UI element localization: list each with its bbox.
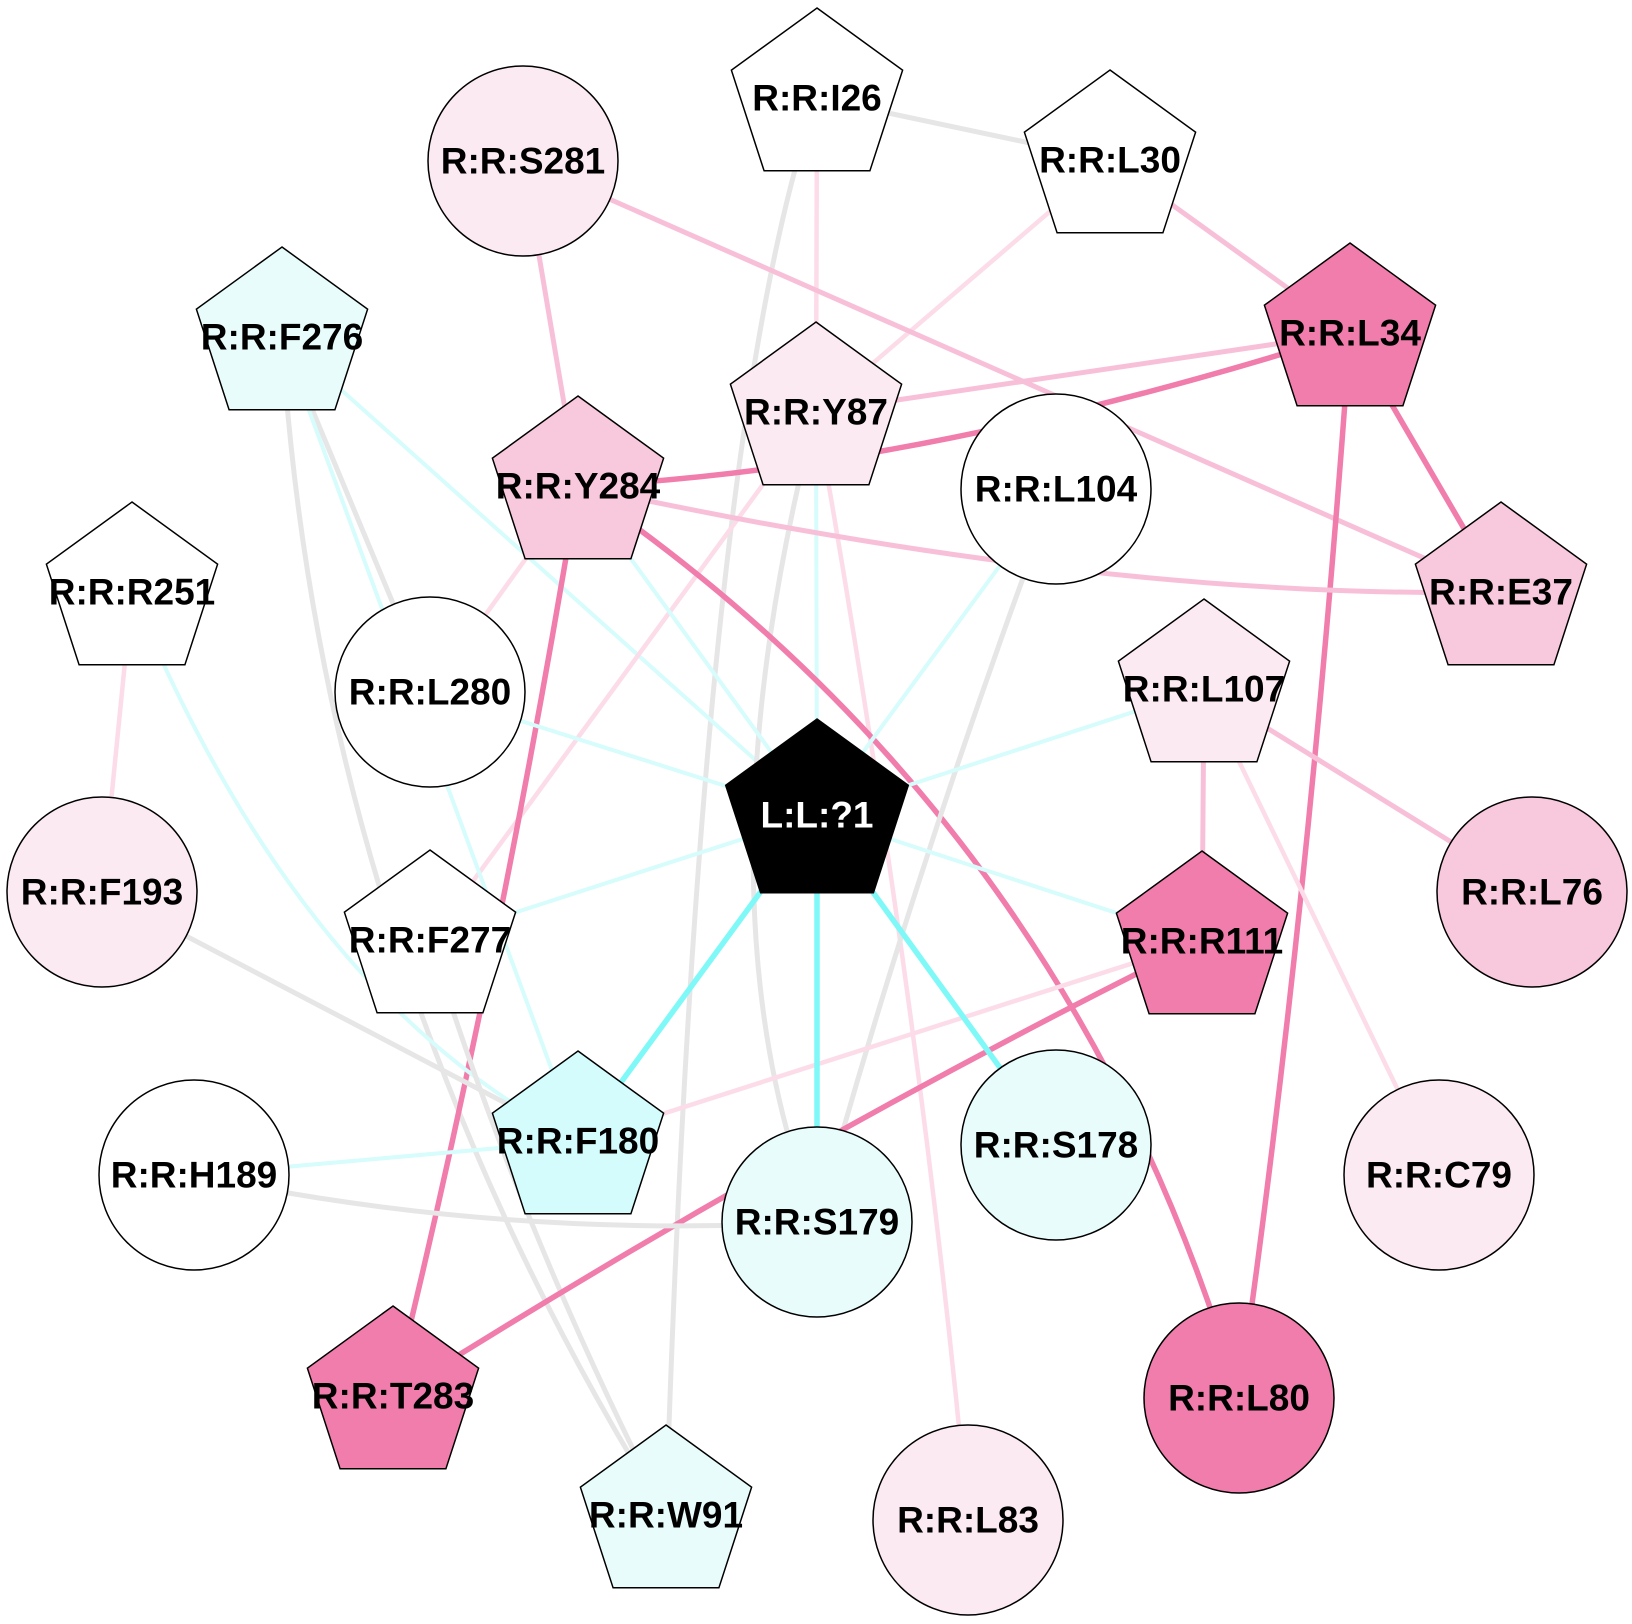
node-pentagon-shape	[45, 501, 219, 666]
edge-r-r-r111-to-r-r-f180	[575, 938, 1205, 1144]
node-r-r-l80[interactable]: R:R:L80	[1143, 1302, 1335, 1494]
node-r-r-r111[interactable]: R:R:R111	[1115, 850, 1289, 1015]
node-label: R:R:L34	[1279, 313, 1421, 354]
edge-r-r-r251-to-r-r-f180	[130, 590, 580, 1143]
node-r-r-y87[interactable]: R:R:Y87	[729, 321, 903, 486]
node-pentagon-shape	[730, 7, 904, 172]
node-r-r-l76[interactable]: R:R:L76	[1436, 796, 1628, 988]
node-circle-shape	[427, 65, 619, 257]
node-pentagon-shape	[1263, 242, 1437, 407]
node-label: R:R:C79	[1366, 1155, 1512, 1196]
edge-r-r-l34-to-r-r-l80	[1236, 330, 1353, 1401]
node-label: R:R:R251	[49, 572, 216, 613]
node-l-l-1[interactable]: L:L:?1	[724, 718, 910, 894]
node-circle-shape	[1436, 796, 1628, 988]
edge-r-r-y87-to-r-r-l83	[813, 409, 971, 1523]
node-pentagon-shape	[491, 395, 665, 560]
node-label: R:R:L76	[1461, 872, 1603, 913]
node-pentagon-shape	[343, 849, 517, 1014]
node-pentagon-shape	[729, 321, 903, 486]
node-label: R:R:H189	[111, 1155, 278, 1196]
node-label: R:R:S281	[441, 141, 606, 182]
node-r-r-f180[interactable]: R:R:F180	[491, 1050, 665, 1215]
node-pentagon-shape	[306, 1305, 480, 1470]
node-label: R:R:S179	[735, 1202, 900, 1243]
node-label: R:R:L280	[349, 672, 511, 713]
node-r-r-f276[interactable]: R:R:F276	[195, 246, 369, 411]
nodes-layer: L:L:?1R:R:I26R:R:L30R:R:S281R:R:F276R:R:…	[6, 7, 1628, 1616]
node-label: R:R:Y87	[744, 392, 888, 433]
node-label: R:R:L107	[1123, 669, 1285, 710]
edge-r-r-y87-to-r-r-f277	[427, 409, 819, 943]
node-r-r-s178[interactable]: R:R:S178	[960, 1049, 1152, 1241]
node-circle-shape	[334, 596, 526, 788]
node-r-r-l83[interactable]: R:R:L83	[872, 1424, 1064, 1616]
node-label: R:R:I26	[752, 78, 882, 119]
node-circle-shape	[960, 393, 1152, 585]
edge-r-r-y284-to-r-r-l80	[575, 483, 1242, 1401]
node-r-r-t283[interactable]: R:R:T283	[306, 1305, 480, 1470]
node-r-r-l280[interactable]: R:R:L280	[334, 596, 526, 788]
node-pentagon-shape	[1115, 850, 1289, 1015]
edge-r-r-y87-to-r-r-l34	[813, 330, 1353, 415]
node-r-r-e37[interactable]: R:R:E37	[1414, 501, 1588, 666]
node-label: R:R:F277	[349, 920, 511, 961]
node-circle-shape	[98, 1079, 290, 1271]
node-label: R:R:F276	[201, 317, 363, 358]
edge-r-r-f276-to-l-l-1	[280, 335, 819, 817]
node-r-r-i26[interactable]: R:R:I26	[730, 7, 904, 172]
node-label: R:R:W91	[589, 1495, 743, 1536]
node-label: L:L:?1	[760, 795, 873, 836]
node-label: R:R:L83	[897, 1500, 1039, 1541]
node-pentagon-shape	[491, 1050, 665, 1215]
node-r-r-s281[interactable]: R:R:S281	[427, 65, 619, 257]
node-pentagon-shape	[579, 1424, 753, 1589]
edge-r-r-f277-to-r-r-w91	[427, 937, 669, 1518]
node-circle-shape	[872, 1424, 1064, 1616]
node-r-r-c79[interactable]: R:R:C79	[1343, 1079, 1535, 1271]
node-circle-shape	[6, 796, 198, 988]
node-r-r-s179[interactable]: R:R:S179	[721, 1126, 913, 1318]
node-r-r-f277[interactable]: R:R:F277	[343, 849, 517, 1014]
node-pentagon-shape	[195, 246, 369, 411]
node-label: R:R:F193	[21, 872, 183, 913]
node-pentagon-shape	[1414, 501, 1588, 666]
node-label: R:R:S178	[974, 1125, 1139, 1166]
node-circle-shape	[960, 1049, 1152, 1241]
node-r-r-r251[interactable]: R:R:R251	[45, 501, 219, 666]
node-r-r-l104[interactable]: R:R:L104	[960, 393, 1152, 585]
node-r-r-l107[interactable]: R:R:L107	[1117, 598, 1291, 763]
node-label: R:R:L80	[1168, 1378, 1310, 1419]
node-label: R:R:L30	[1039, 140, 1181, 181]
node-label: R:R:F180	[497, 1121, 659, 1162]
node-pentagon-shape	[1117, 598, 1291, 763]
node-label: R:R:T283	[312, 1376, 474, 1417]
node-r-r-f193[interactable]: R:R:F193	[6, 796, 198, 988]
node-label: R:R:Y284	[496, 466, 661, 507]
edge-r-r-i26-to-r-r-w91	[663, 95, 820, 1518]
edge-r-r-l34-to-r-r-y284	[575, 330, 1353, 489]
node-r-r-y284[interactable]: R:R:Y284	[491, 395, 665, 560]
node-pentagon-shape	[724, 718, 910, 894]
node-r-r-l30[interactable]: R:R:L30	[1023, 69, 1197, 234]
node-circle-shape	[1143, 1302, 1335, 1494]
node-r-r-h189[interactable]: R:R:H189	[98, 1079, 290, 1271]
node-label: R:R:E37	[1429, 572, 1573, 613]
node-r-r-w91[interactable]: R:R:W91	[579, 1424, 753, 1589]
node-label: R:R:L104	[975, 469, 1138, 510]
node-r-r-l34[interactable]: R:R:L34	[1263, 242, 1437, 407]
node-circle-shape	[1343, 1079, 1535, 1271]
node-pentagon-shape	[1023, 69, 1197, 234]
node-label: R:R:R111	[1121, 921, 1283, 962]
node-circle-shape	[721, 1126, 913, 1318]
